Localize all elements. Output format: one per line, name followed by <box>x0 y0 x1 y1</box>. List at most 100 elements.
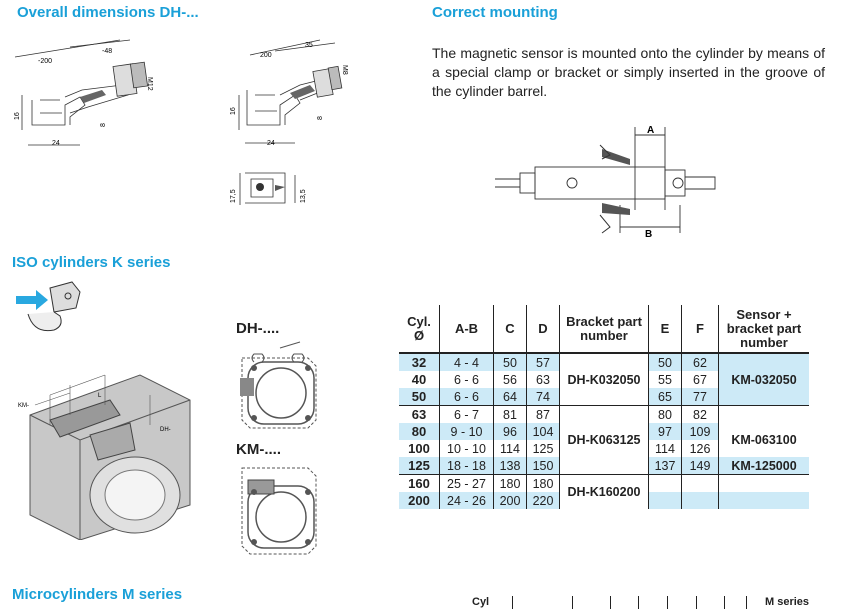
cell-e: 80 <box>648 405 682 423</box>
cell-e <box>648 492 682 509</box>
cell-e: 65 <box>648 388 682 406</box>
cell-cyl: 125 <box>399 457 440 475</box>
cell-c: 64 <box>493 388 527 406</box>
heading-microcylinders: Microcylinders M series <box>12 586 183 603</box>
table-row: 160 25 - 27 180 180 DH-K160200 <box>399 474 809 509</box>
cell-f: 62 <box>681 353 719 371</box>
cell-bracket: DH-K063125 <box>559 405 649 475</box>
cell-c: 96 <box>493 423 527 440</box>
cell-c: 81 <box>493 405 527 423</box>
dh-label: DH-.... <box>236 320 280 337</box>
km-profile-drawing <box>241 467 317 555</box>
iso-cylinder-drawing: KM- DH- L <box>18 374 191 540</box>
cell-f: 109 <box>681 423 719 440</box>
cell-e: 55 <box>648 371 682 388</box>
cell-f <box>681 474 719 492</box>
cell-cyl: 63 <box>399 405 440 423</box>
cell-ab: 9 - 10 <box>439 423 494 440</box>
dim-16: 16 <box>230 107 237 115</box>
micro-divider <box>724 596 725 609</box>
cell-f: 149 <box>681 457 719 475</box>
cell-ab: 24 - 26 <box>439 492 494 509</box>
sensor-dimension-drawing-right: 200 35 M8 16 8 24 <box>230 39 348 147</box>
col-c: C <box>493 305 527 354</box>
cell-d: 104 <box>526 423 560 440</box>
table-row: 32 4 - 4 50 57 DH-K032050 50 62 KM-03205… <box>399 353 809 406</box>
dim-200: -200 <box>38 58 52 65</box>
cell-c: 114 <box>493 440 527 457</box>
cell-d: 74 <box>526 388 560 406</box>
dim-24: 24 <box>52 140 60 147</box>
dimension-a-label: A <box>647 125 654 136</box>
cell-f: 82 <box>681 405 719 423</box>
cell-d: 180 <box>526 474 560 492</box>
cell-e: 50 <box>648 353 682 371</box>
dim-m8: M8 <box>341 65 348 75</box>
dim-13-5: 13,5 <box>300 189 307 203</box>
cell-ab: 10 - 10 <box>439 440 494 457</box>
table-row: 125 18 - 18 138 150 137 149 KM-125000 <box>399 457 809 475</box>
cell-sensor: KM-032050 <box>718 353 809 406</box>
col-e: E <box>648 305 682 354</box>
cell-f: 126 <box>681 440 719 457</box>
table-row: 63 6 - 7 81 87 DH-K063125 80 82 <box>399 405 809 475</box>
micro-divider <box>610 596 611 609</box>
cell-cyl: 32 <box>399 353 440 371</box>
dim-17-5: 17,5 <box>230 189 237 203</box>
dim-8: 8 <box>100 123 107 127</box>
micro-divider <box>667 596 668 609</box>
cylinder-mounting-drawing: A B <box>495 125 716 240</box>
cell-sensor: KM-063100 <box>718 423 809 457</box>
cell-ab: 6 - 6 <box>439 371 494 388</box>
dim-m12: M12 <box>146 77 153 91</box>
cell-c: 138 <box>493 457 527 475</box>
cell-ab: 6 - 7 <box>439 405 494 423</box>
micro-divider <box>638 596 639 609</box>
cell-bracket: DH-K160200 <box>559 474 649 509</box>
km-label: KM-.... <box>236 441 281 458</box>
cell-sensor-empty <box>718 405 809 423</box>
table-row: 80 9 - 10 96 104 97 109 KM-063100 <box>399 423 809 457</box>
heading-iso-cylinders: ISO cylinders K series <box>12 254 171 271</box>
cell-c: 56 <box>493 371 527 388</box>
table-header-row: Cyl. Ø A-B C D Bracket part number E F S… <box>399 305 809 354</box>
iso-sensor-table: Cyl. Ø A-B C D Bracket part number E F S… <box>399 305 809 509</box>
cell-sensor-empty <box>718 492 809 509</box>
cell-cyl: 160 <box>399 474 440 492</box>
cell-e: 137 <box>648 457 682 475</box>
l-callout: L <box>98 393 102 399</box>
cell-c: 180 <box>493 474 527 492</box>
sensor-profile-drawing: 17,5 13,5 <box>230 172 307 205</box>
cell-ab: 4 - 4 <box>439 353 494 371</box>
cell-cyl: 200 <box>399 492 440 509</box>
heading-overall-dimensions: Overall dimensions DH-... <box>17 4 199 21</box>
cell-f <box>681 492 719 509</box>
micro-divider <box>746 596 747 609</box>
dimension-b-label: B <box>645 229 652 240</box>
table-row: 100 10 - 10 114 125 114 126 <box>399 440 809 457</box>
col-f: F <box>681 305 719 354</box>
sensor-dimension-drawing-left: -200 -48 M12 16 8 24 <box>14 39 153 147</box>
table-row: 50 6 - 6 64 74 65 77 <box>399 388 809 406</box>
dim-48: -48 <box>102 48 112 55</box>
cell-ab: 25 - 27 <box>439 474 494 492</box>
dh-profile-drawing <box>240 341 317 429</box>
cell-e: 114 <box>648 440 682 457</box>
table-row: 200 24 - 26 200 220 <box>399 492 809 509</box>
micro-table-header: Cyl M series <box>460 596 832 609</box>
micro-divider <box>696 596 697 609</box>
cell-e <box>648 474 682 492</box>
cell-f: 77 <box>681 388 719 406</box>
cell-cyl: 80 <box>399 423 440 440</box>
cell-d: 220 <box>526 492 560 509</box>
col-sensor: Sensor + bracket part number <box>718 305 809 354</box>
micro-divider <box>512 596 513 609</box>
col-ab: A-B <box>439 305 494 354</box>
heading-correct-mounting: Correct mounting <box>432 4 558 21</box>
micro-col-series: M series <box>765 596 810 608</box>
cell-bracket: DH-K032050 <box>559 353 649 406</box>
cell-d: 125 <box>526 440 560 457</box>
cell-d: 57 <box>526 353 560 371</box>
km-callout: KM- <box>18 403 29 409</box>
col-d: D <box>526 305 560 354</box>
